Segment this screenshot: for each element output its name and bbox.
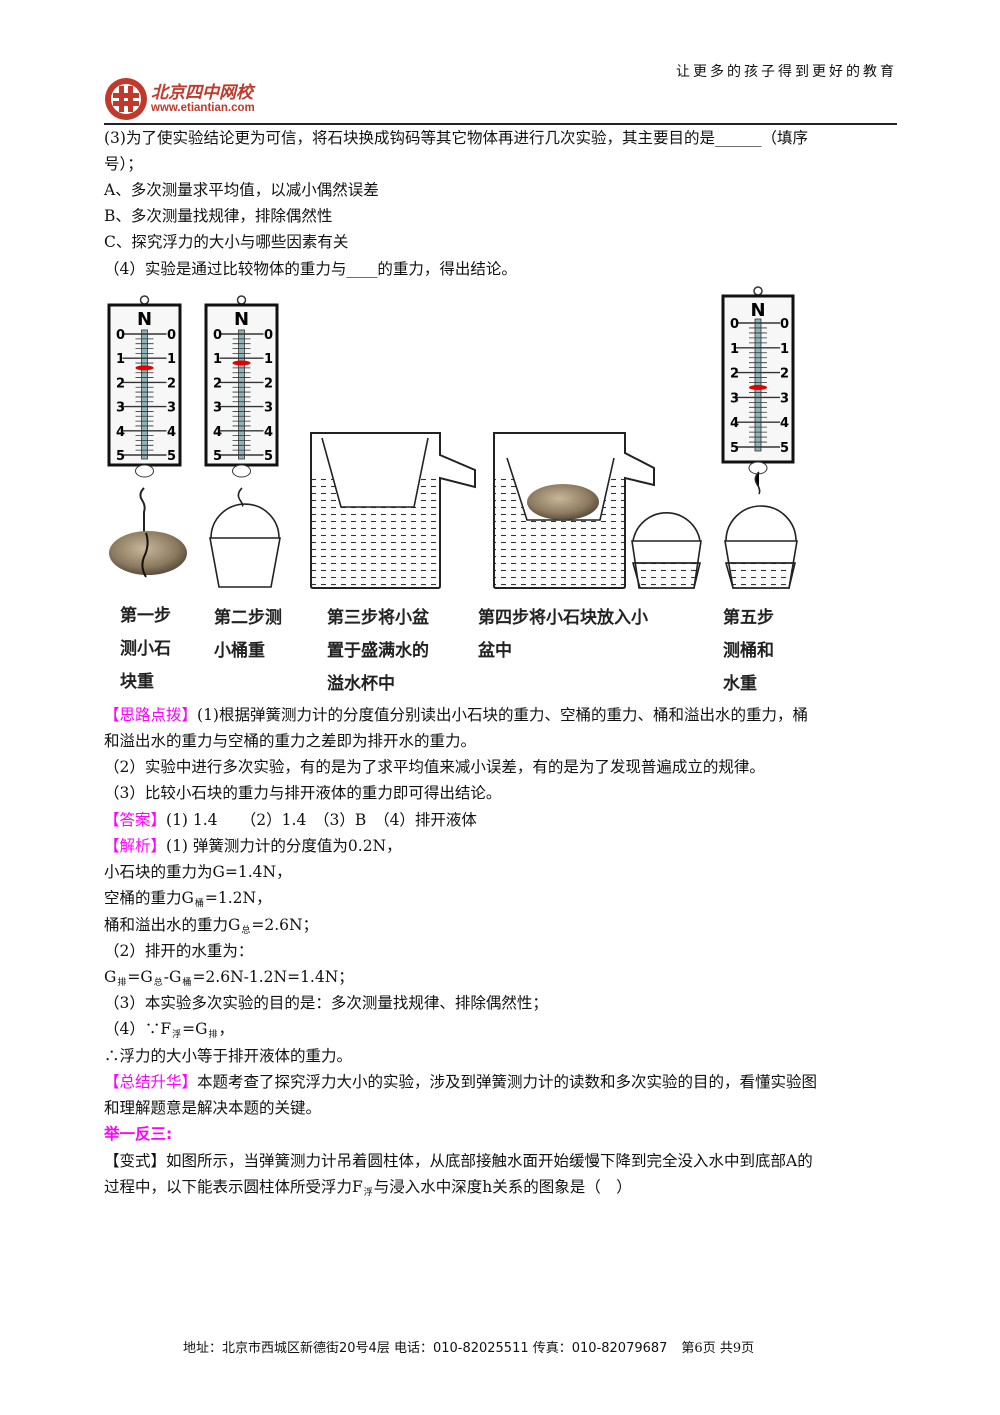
scale-tick-label: 1 [264, 352, 273, 367]
question-3-line2: 号）； [104, 155, 143, 173]
caption-step3: 第三步将小盆置于盛满水的溢水杯中 [327, 608, 429, 694]
scale-tick-label: 5 [116, 449, 125, 464]
scale-tick-label: 3 [780, 391, 789, 406]
scale-tick-label: 0 [780, 317, 789, 332]
option-c: C、探究浮力的大小与哪些因素有关 [104, 233, 349, 251]
answer-line: 【答案】(1) 1.4 （2）1.4 （3）B （4）排开液体 [104, 811, 477, 829]
scale-tick-label: 2 [116, 376, 125, 391]
scale-tick-label: 2 [213, 376, 222, 391]
explain-line9: ∴浮力的大小等于排开液体的重力。 [104, 1047, 353, 1065]
water-bucket-step5 [724, 471, 798, 589]
scale-tick-label: 2 [730, 367, 739, 382]
header-slogan: 让更多的孩子得到更好的教育 [676, 64, 897, 80]
logo-url: www.etiantian.com [151, 102, 255, 114]
scale-tick-label: 1 [780, 342, 789, 357]
school-logo: 北京四中网校 www.etiantian.com [103, 76, 273, 120]
scale-tick-label: 0 [213, 328, 222, 343]
overflow-cup-step4 [493, 432, 655, 589]
explain-line8: （4）∵F浮=G排， [104, 1020, 235, 1040]
explain-line4: 桶和溢出水的重力G总=2.6N； [104, 916, 319, 936]
hint-line1: 【思路点拨】(1)根据弹簧测力计的分度值分别读出小石块的重力、空桶的重力、桶和溢… [104, 706, 808, 724]
scale-pointer [135, 365, 154, 371]
page-number: 第6页 共9页 [681, 1341, 755, 1356]
scale-tick-label: 2 [167, 376, 176, 391]
summary-line2: 和理解题意是解决本题的关键。 [104, 1099, 322, 1117]
caption-step4: 第四步将小石块放入小盆中 [478, 608, 648, 661]
explain-line7: （3）本实验多次实验的目的是：多次测量找规律、排除偶然性； [104, 994, 548, 1012]
explain-line1: 【解析】(1) 弹簧测力计的分度值为0.2N， [104, 837, 402, 855]
overflow-cup-step3 [310, 432, 476, 589]
scale-tick-label: 5 [730, 441, 739, 456]
scale-pointer [749, 384, 767, 390]
scale-tick-label: 5 [780, 441, 789, 456]
question-4: （4）实验是通过比较物体的重力与____的重力，得出结论。 [104, 260, 517, 278]
scale-tick-label: 1 [730, 342, 739, 357]
header-divider [104, 123, 897, 125]
spring-scale-step5: N0 0 1 1 2 2 3 3 4 4 5 5 [721, 286, 795, 475]
caption-step2: 第二步测小桶重 [214, 608, 282, 661]
scale-tick-label: 5 [264, 449, 273, 464]
scale-tick-label: 3 [116, 401, 125, 416]
page-footer: 地址：北京市西城区新德街20号4层 电话：010-82025511 传真：010… [183, 1337, 754, 1356]
scale-tick-label: 5 [213, 449, 222, 464]
scale-tick-label: 1 [167, 352, 176, 367]
scale-tick-label: 4 [264, 425, 273, 440]
summary-line1: 【总结升华】本题考查了探究浮力大小的实验，涉及到弹簧测力计的读数和多次实验的目的… [104, 1073, 818, 1091]
scale-tick-label: 0 [264, 328, 273, 343]
variant-line1: 【变式】如图所示，当弹簧测力计吊着圆柱体，从底部接触水面开始缓慢下降到完全没入水… [104, 1152, 813, 1170]
scale-tick-label: 4 [730, 416, 739, 431]
variant-line2: 过程中，以下能表示圆柱体所受浮力F浮与浸入水中深度h关系的图象是（ ） [104, 1178, 632, 1198]
scale-tick-label: 3 [167, 401, 176, 416]
explain-line6: G排=G总-G桶=2.6N-1.2N=1.4N； [104, 968, 354, 988]
scale-pointer [232, 360, 251, 366]
caption-step1: 第一步测小石块重 [120, 606, 171, 692]
scale-tick-label: 4 [213, 425, 222, 440]
logo-name: 北京四中网校 [151, 83, 253, 103]
scale-tick-label: 0 [730, 317, 739, 332]
option-a: A、多次测量求平均值，以减小偶然误差 [104, 181, 379, 199]
logo-emblem-icon [105, 78, 147, 120]
scale-tick-label: 0 [116, 328, 125, 343]
footer-address: 地址：北京市西城区新德街20号4层 电话：010-82025511 传真：010… [183, 1341, 668, 1356]
hint-line2: 和溢出水的重力与空桶的重力之差即为排开水的重力。 [104, 732, 477, 750]
scale-tick-label: 3 [213, 401, 222, 416]
scale-tick-label: 0 [167, 328, 176, 343]
explain-line2: 小石块的重力为G=1.4N， [104, 863, 292, 881]
catch-bucket-step4 [631, 512, 702, 589]
scale-tick-label: 3 [264, 401, 273, 416]
rock-step1 [109, 487, 187, 578]
scale-tick-label: 4 [167, 425, 176, 440]
spring-scale-step1: N0 0 1 1 2 2 3 3 4 4 5 5 [107, 295, 182, 478]
spring-scale-step2: N0 0 1 1 2 2 3 3 4 4 5 5 [204, 295, 279, 478]
scale-tick-label: 2 [264, 376, 273, 391]
option-b: B、多次测量找规律，排除偶然性 [104, 207, 333, 225]
scale-tick-label: 1 [116, 352, 125, 367]
unit-label: N [137, 309, 152, 330]
scale-tick-label: 4 [116, 425, 125, 440]
unit-label: N [750, 300, 765, 321]
hint-line3: （2）实验中进行多次实验，有的是为了求平均值来减小误差，有的是为了发现普遍成立的… [104, 758, 765, 776]
empty-bucket-step2 [209, 487, 281, 588]
question-3-line1: (3)为了使实验结论更为可信，将石块换成钩码等其它物体再进行几次实验，其主要目的… [104, 129, 808, 147]
scale-tick-label: 4 [780, 416, 789, 431]
scale-tick-label: 2 [780, 367, 789, 382]
scale-tick-label: 3 [730, 391, 739, 406]
unit-label: N [234, 309, 249, 330]
scale-tick-label: 5 [167, 449, 176, 464]
practice-title: 举一反三: [104, 1125, 173, 1143]
explain-line3: 空桶的重力G桶=1.2N， [104, 889, 272, 909]
caption-step5: 第五步测桶和水重 [723, 608, 774, 694]
scale-tick-label: 1 [213, 352, 222, 367]
explain-line5: （2）排开的水重为： [104, 942, 254, 960]
hint-line4: （3）比较小石块的重力与排开液体的重力即可得出结论。 [104, 784, 502, 802]
